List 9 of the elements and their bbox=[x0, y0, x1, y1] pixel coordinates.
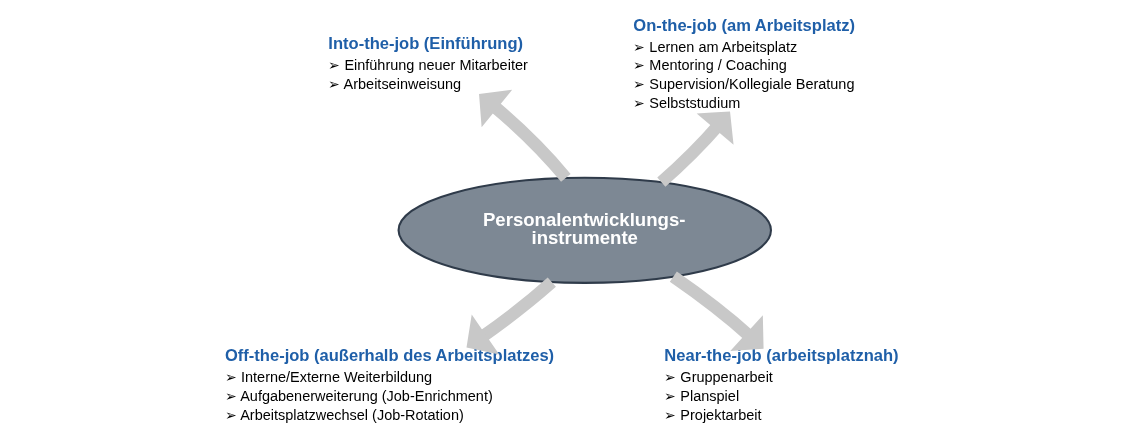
arrow bbox=[478, 89, 571, 182]
node-text: Into-the-job (Einführung) ➢ Einführung neuer Mitarbeiter ➢ Arbeitseinweisung bbox=[327, 34, 528, 92]
arrow bbox=[466, 277, 556, 355]
arrow bbox=[656, 111, 734, 187]
node-ellipse: Personalentwicklungs- instrumente bbox=[397, 176, 772, 284]
node-text: Off-the-job (außerhalb des Arbeitsplatzes) ➢ Interne/Externe Weiterbildung ➢ Aufgabenerweiterung (Job-Enrichment) ➢ Arbeitsplatzwechsel (Job-Rotation) bbox=[224, 346, 554, 423]
node-text: On-the-job (am Arbeitsplatz) ➢ Lernen am Arbeitsplatz ➢ Mentoring / Coaching ➢ Supervision/Kollegiale Beratung ➢ Selbststudium bbox=[632, 15, 855, 111]
arrow bbox=[669, 271, 764, 352]
node-text: Near-the-job (arbeitsplatznah) ➢ Gruppenarbeit ➢ Planspiel ➢ Projektarbeit bbox=[663, 346, 899, 423]
